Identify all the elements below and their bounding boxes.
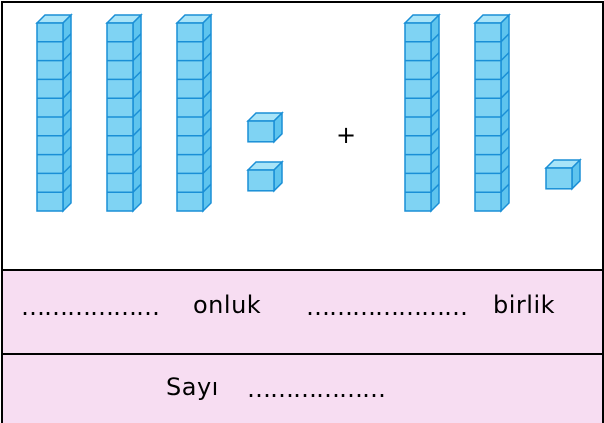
- unit-cube: [246, 160, 284, 193]
- tens-answer-blank[interactable]: ………………: [21, 293, 160, 321]
- unit-cube: [246, 111, 284, 144]
- place-value-answer-row: ……………… onluk ………………… birlik: [3, 269, 602, 353]
- ten-rod: [403, 13, 441, 213]
- tens-label: onluk: [193, 291, 262, 319]
- ones-label: birlik: [493, 291, 556, 319]
- ten-rod: [473, 13, 511, 213]
- ten-rod: [175, 13, 213, 213]
- number-label: Sayı: [166, 373, 219, 401]
- plus-sign: +: [336, 121, 357, 149]
- ten-rod: [105, 13, 143, 213]
- unit-cube: [544, 158, 582, 191]
- number-answer-blank[interactable]: ………………: [247, 375, 386, 403]
- base-ten-blocks-area: +: [3, 3, 602, 269]
- ones-answer-blank[interactable]: …………………: [306, 293, 468, 321]
- base-ten-blocks: [35, 13, 582, 213]
- number-answer-row: Sayı ………………: [3, 353, 602, 423]
- ten-rod: [35, 13, 73, 213]
